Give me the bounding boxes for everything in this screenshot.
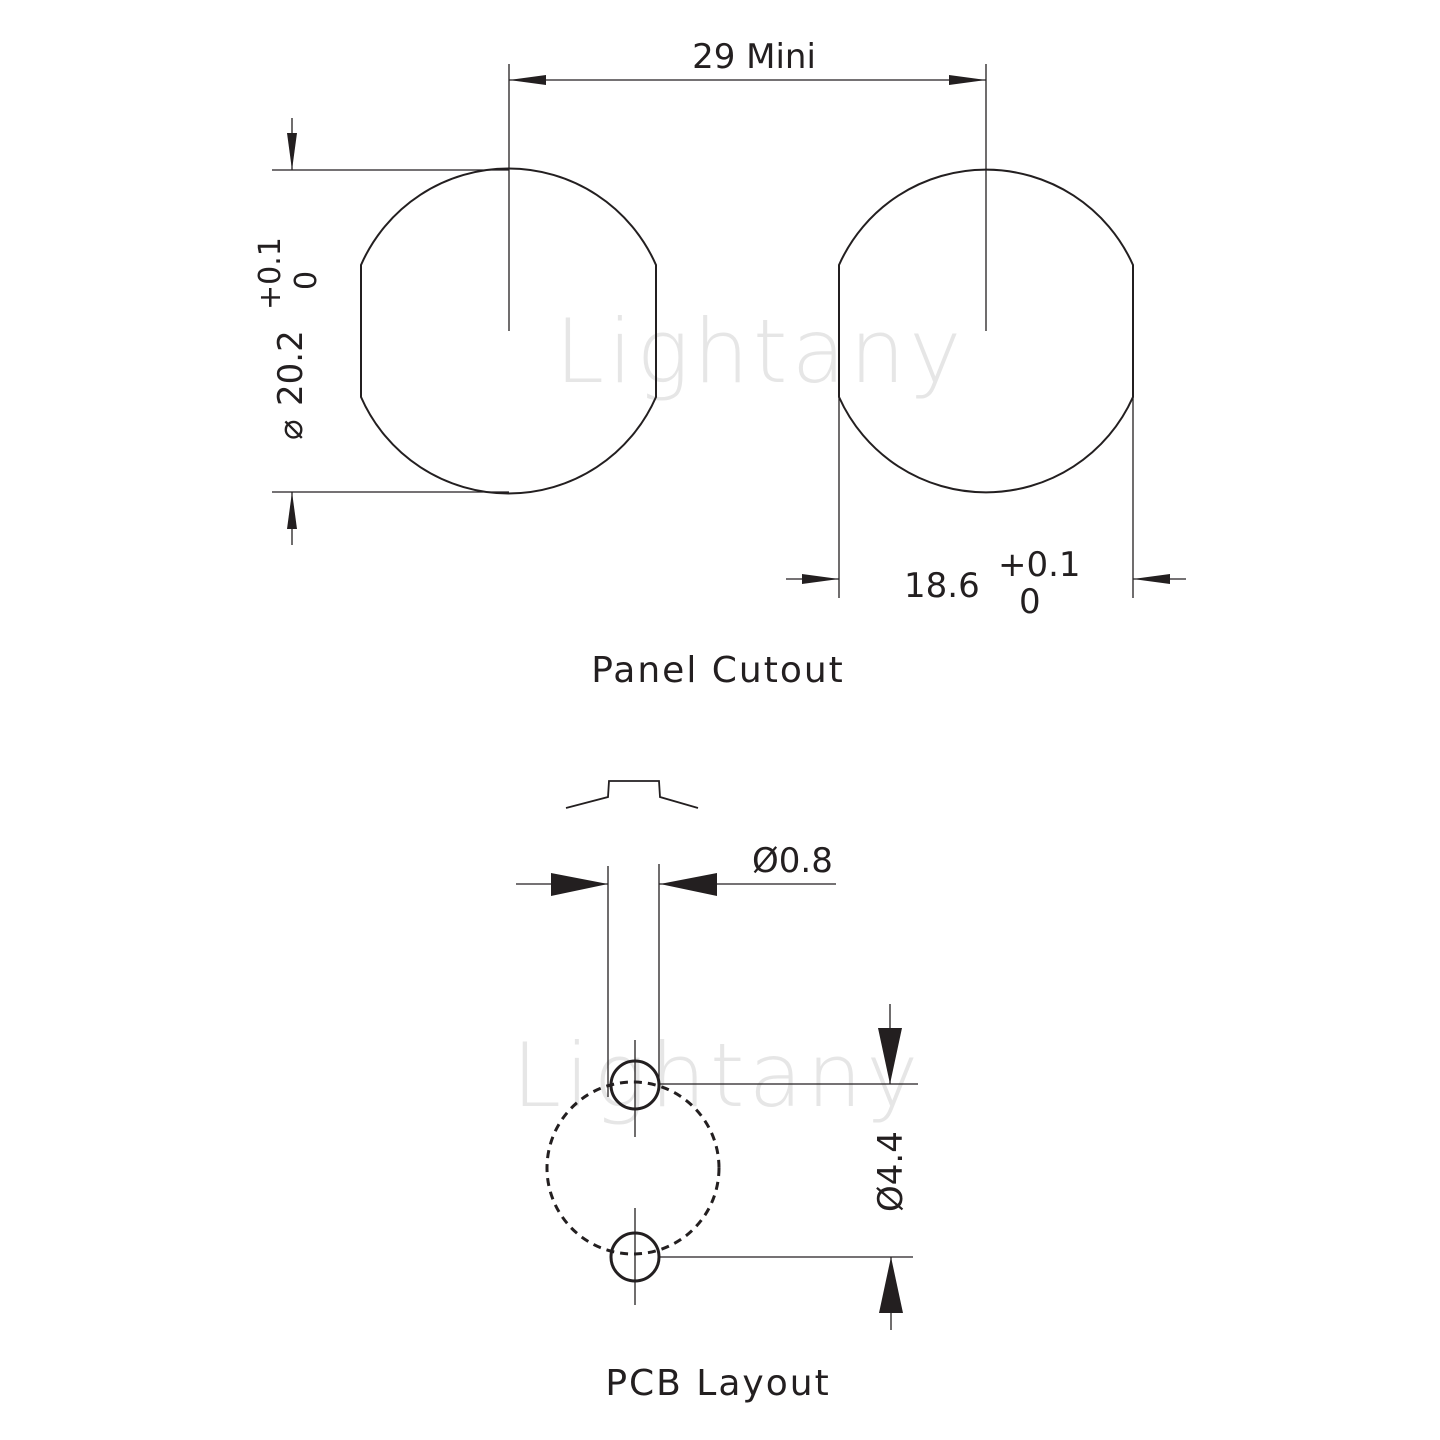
flat-width-label: 18.6	[904, 566, 980, 606]
arrow-up-icon	[879, 1257, 903, 1313]
panel-arrowheads	[287, 75, 1170, 584]
arrow-up-icon	[287, 492, 297, 529]
pitch-circle-label-group: Ø4.4	[871, 1131, 911, 1212]
watermark-top: Lightany	[555, 300, 965, 403]
arrow-left-icon	[509, 75, 546, 85]
flat-width-tol-lower: 0	[1019, 582, 1041, 622]
diameter-label: 20.2	[271, 330, 311, 406]
cutout-shape-left	[360, 167, 657, 495]
diameter-label-group: ⌀ 20.2 +0.1 0	[253, 237, 324, 440]
arrow-right-icon	[949, 75, 986, 85]
spacing-label: 29 Mini	[692, 37, 816, 77]
watermark-bottom: Lightany	[512, 1024, 922, 1127]
pin-symbol	[565, 780, 699, 809]
diameter-symbol: ⌀	[271, 420, 311, 440]
arrow-left-icon	[660, 873, 717, 896]
arrow-down-icon	[287, 133, 297, 170]
arrow-right-icon	[551, 873, 608, 896]
arrow-right-icon	[802, 574, 839, 584]
arrow-down-icon	[878, 1028, 902, 1084]
arrow-left-icon	[1133, 574, 1170, 584]
pitch-circle	[545, 1080, 721, 1256]
hole-diameter-label: Ø0.8	[752, 841, 833, 881]
pitch-circle-label: Ø4.4	[871, 1131, 911, 1212]
diameter-tol-lower: 0	[289, 271, 324, 290]
panel-cutout-title: Panel Cutout	[591, 650, 845, 691]
pcb-layout-title: PCB Layout	[605, 1363, 830, 1404]
pcb-arrowheads	[551, 873, 903, 1313]
flat-width-tol-upper: +0.1	[998, 545, 1081, 585]
diameter-tol-upper: +0.1	[253, 237, 288, 310]
